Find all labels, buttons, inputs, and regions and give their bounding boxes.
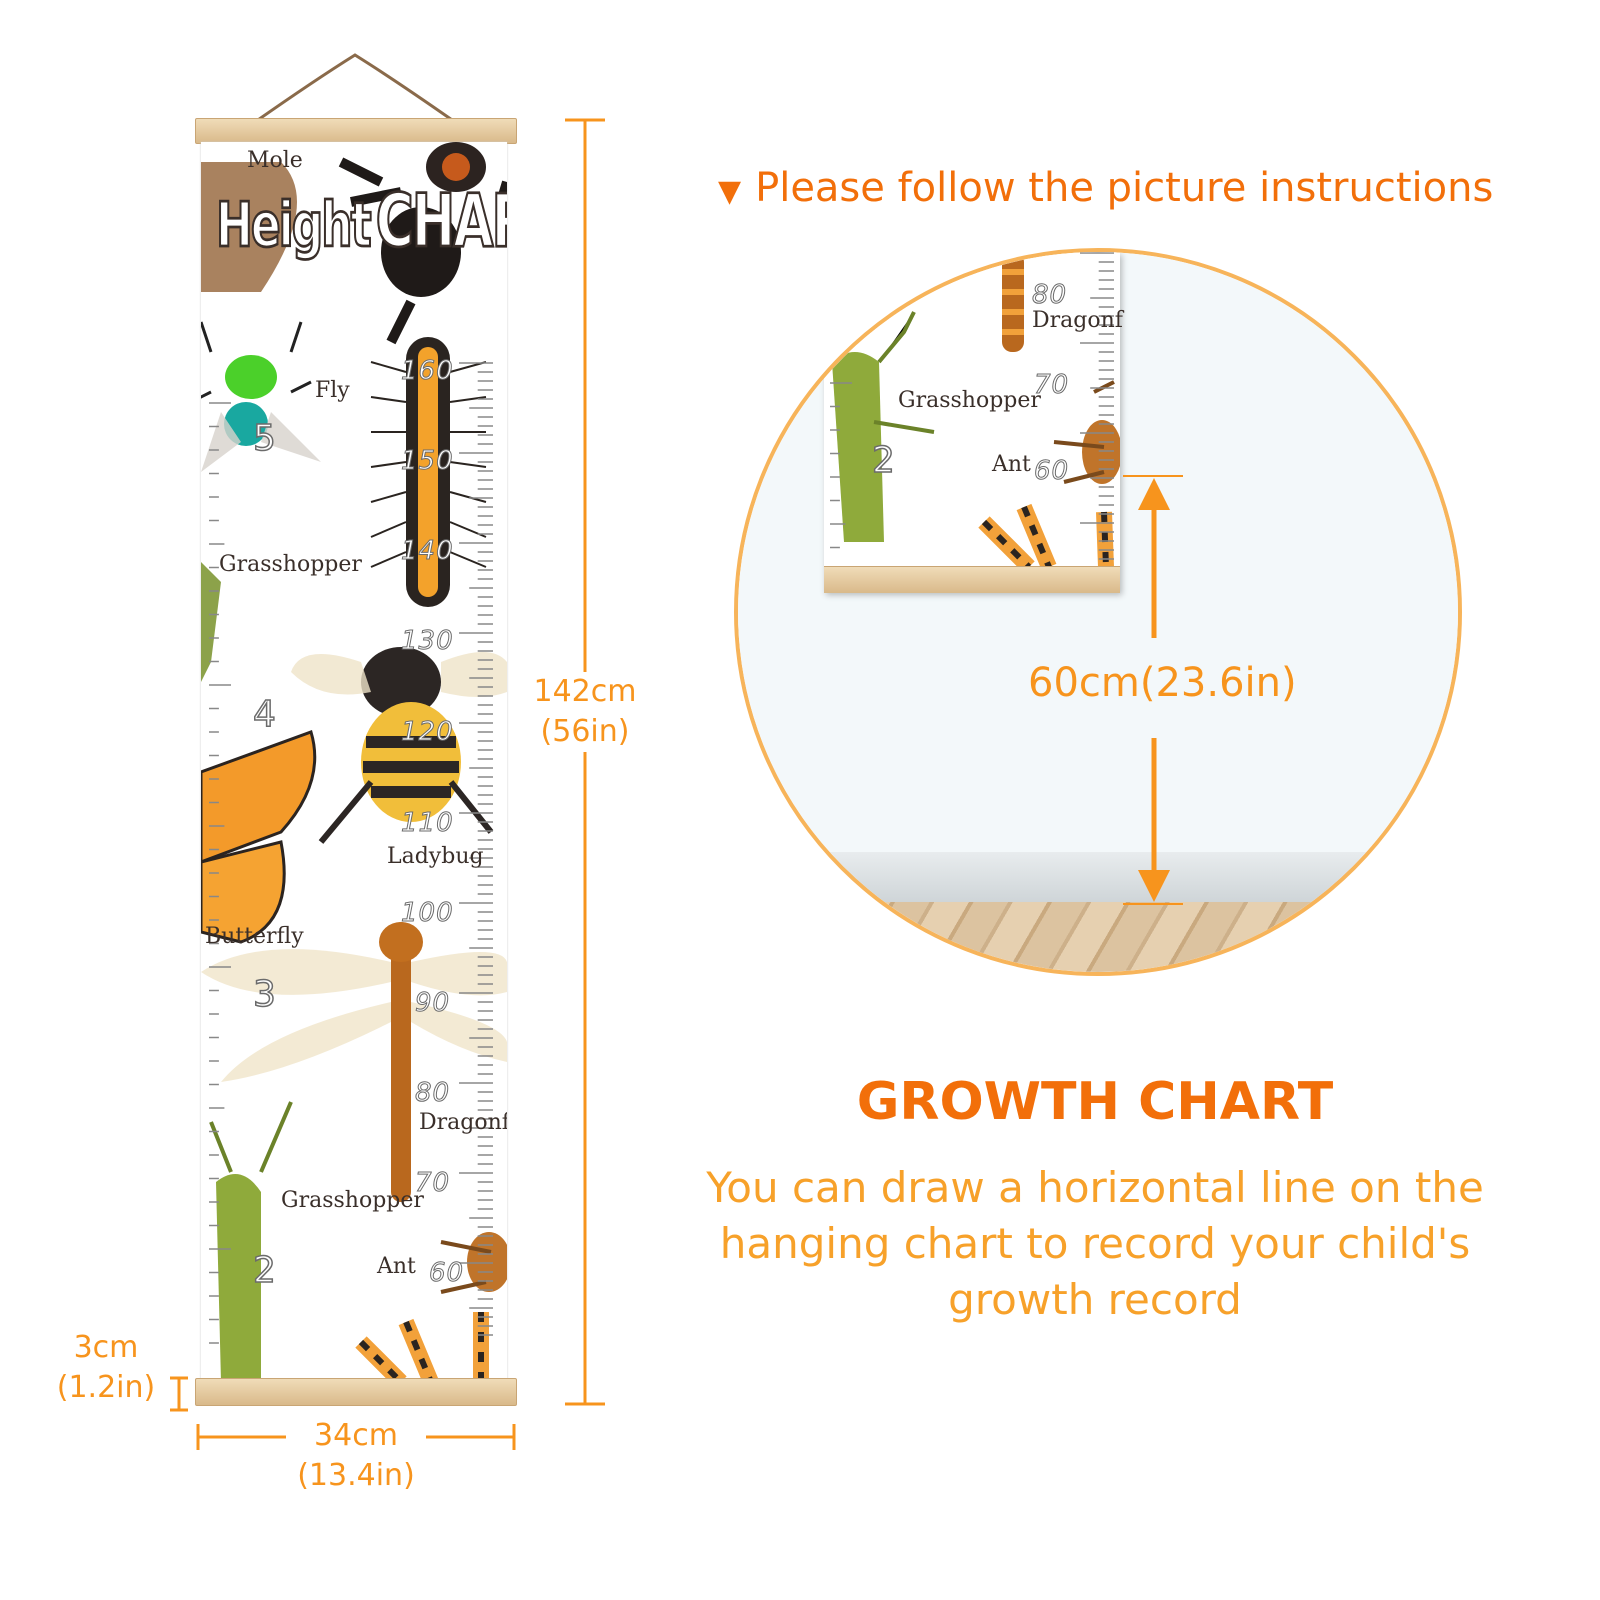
cm-mark-90: 90 [414,988,451,1019]
title-height: Height [215,188,373,262]
zoom-label-ant: Ant [992,452,1031,477]
zoom-cm-mark-70: 70 [1033,370,1070,401]
growth-line-1: You can draw a horizontal line on the [706,1163,1484,1212]
bar-in: (1.2in) [56,1370,156,1405]
insect-illustrations [201,142,507,1382]
instruction-line: ▼ Please follow the picture instructions [718,165,1493,211]
height-cm: 142cm [533,674,637,709]
cm-mark-120: 120 [401,717,454,748]
bottom-wood-bar [195,1378,517,1406]
label-butterfly: Butterfly [205,924,304,949]
growth-title: GROWTH CHART [856,1072,1334,1132]
height-chart-poster: HeightCHART Mole Fly Grasshopper Butterf… [195,50,517,1410]
cm-mark-80: 80 [414,1078,451,1109]
zoom-ft-mark-2: 2 [871,439,895,482]
height-dimension-line [565,118,605,1406]
baseboard [738,852,1458,902]
growth-line-2: hanging chart to record your child's [719,1219,1471,1268]
chart-canvas: HeightCHART Mole Fly Grasshopper Butterf… [201,142,507,1382]
zoom-cm-mark-60: 60 [1033,456,1070,487]
ft-mark-3: 3 [252,973,276,1016]
cm-mark-140: 140 [401,536,454,567]
label-grasshopper-top: Grasshopper [219,552,362,577]
height-in: (56in) [540,714,630,749]
title-chart: CHART [375,179,507,266]
cm-mark-130: 130 [401,626,454,657]
cm-ruler [459,362,493,1336]
height-dimension-label: 142cm (56in) [520,672,650,752]
ft-mark-5: 5 [252,417,276,460]
width-dimension-label: 34cm (13.4in) [286,1416,426,1496]
cm-mark-160: 160 [401,356,454,387]
cm-mark-100: 100 [401,898,454,929]
label-fly: Fly [315,378,350,403]
growth-description: You can draw a horizontal line on the ha… [690,1160,1500,1328]
growth-line-3: growth record [948,1275,1242,1324]
instruction-text: Please follow the picture instructions [755,165,1494,211]
zoom-cm-mark-80: 80 [1031,280,1068,311]
ft-mark-2: 2 [252,1249,276,1292]
bar-cm: 3cm [73,1330,139,1365]
measure-label: 60cm(23.6in) [1028,660,1297,706]
triangle-down-icon: ▼ [718,174,742,209]
cm-mark-110: 110 [401,808,454,839]
cm-mark-70: 70 [414,1168,451,1199]
wood-floor [738,902,1458,972]
chart-title: HeightCHART [215,179,507,266]
top-wood-bar [195,118,517,144]
width-in: (13.4in) [297,1458,415,1493]
zoom-label-dragonfly: Dragonf [1032,308,1123,333]
label-ant: Ant [377,1254,416,1279]
zoom-label-grasshopper: Grasshopper [898,388,1041,413]
zoom-insect-illustrations [832,252,1120,573]
label-dragonfly: Dragonf [419,1110,507,1135]
cm-mark-150: 150 [401,446,454,477]
zoom-ft-ruler [830,382,852,549]
label-ladybug: Ladybug [387,844,484,869]
zoom-bottom-wood-bar [824,566,1120,593]
ft-mark-4: 4 [252,693,276,736]
bar-dimension-label: 3cm (1.2in) [48,1328,164,1408]
hanging-string [254,53,456,124]
ft-ruler [209,402,231,1344]
bar-dimension-line [170,1376,188,1412]
zoom-chart-piece: Dragonf Grasshopper Ant 80 70 60 2 [824,252,1123,593]
label-mole: Mole [247,148,303,173]
width-cm: 34cm [314,1418,398,1453]
cm-mark-60: 60 [428,1258,465,1289]
label-grasshopper-bottom: Grasshopper [281,1188,424,1213]
zoom-circle: Dragonf Grasshopper Ant 80 70 60 2 60cm(… [734,248,1462,976]
measure-arrow [1123,475,1183,905]
